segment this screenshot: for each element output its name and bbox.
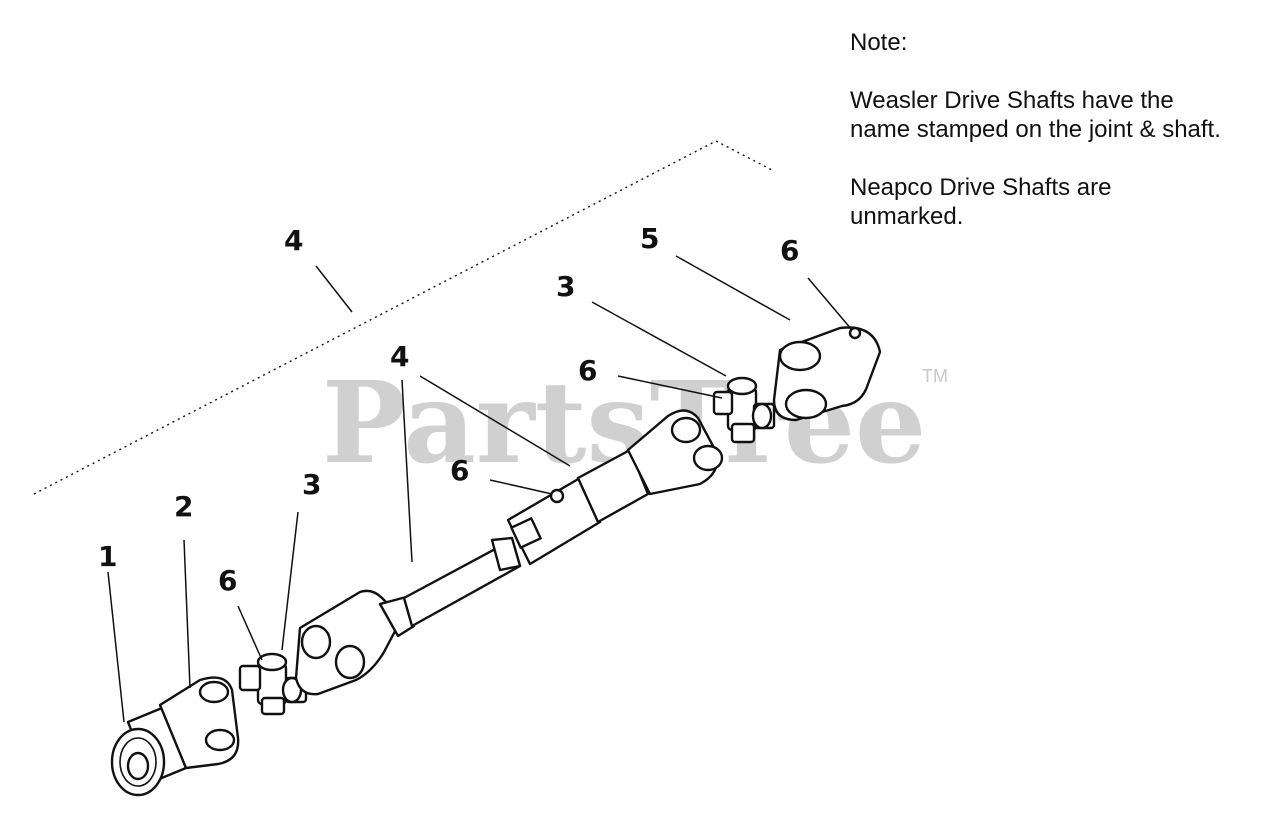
note-neapco-line-2: unmarked. <box>850 203 964 230</box>
part-1-coupler[interactable] <box>110 706 188 797</box>
trademark-mark: TM <box>922 366 948 386</box>
callout-1: 1 <box>98 540 117 573</box>
callout-2: 2 <box>174 490 193 523</box>
callout-6-left: 6 <box>218 564 237 597</box>
note-heading: Note: <box>850 29 908 56</box>
callout-6-right-yoke: 6 <box>780 234 799 267</box>
callout-5: 5 <box>640 222 659 255</box>
callout-3-left: 3 <box>302 468 321 501</box>
part-4-outer-shaft[interactable] <box>506 409 724 566</box>
callout-6-right-cross: 6 <box>578 354 597 387</box>
part-5-end-yoke[interactable] <box>772 326 882 422</box>
note-weasler-line-2: name stamped on the joint & shaft. <box>850 116 1221 143</box>
callout-4-assembly: 4 <box>284 224 303 257</box>
callout-6-mid: 6 <box>450 454 469 487</box>
callout-4-shaft: 4 <box>390 340 409 373</box>
leader-lines <box>107 255 853 723</box>
note-neapco-line-1: Neapco Drive Shafts are <box>850 174 1112 201</box>
drive-shaft-note: Note: Weasler Drive Shafts have the name… <box>850 28 1270 231</box>
part-3-cross-right[interactable] <box>712 376 776 444</box>
part-3-cross-left[interactable] <box>238 652 308 716</box>
part-4-inner-shaft[interactable] <box>294 536 522 696</box>
callout-3-right: 3 <box>556 270 575 303</box>
note-weasler-line-1: Weasler Drive Shafts have the <box>850 87 1174 114</box>
part-2-yoke[interactable] <box>158 676 240 770</box>
